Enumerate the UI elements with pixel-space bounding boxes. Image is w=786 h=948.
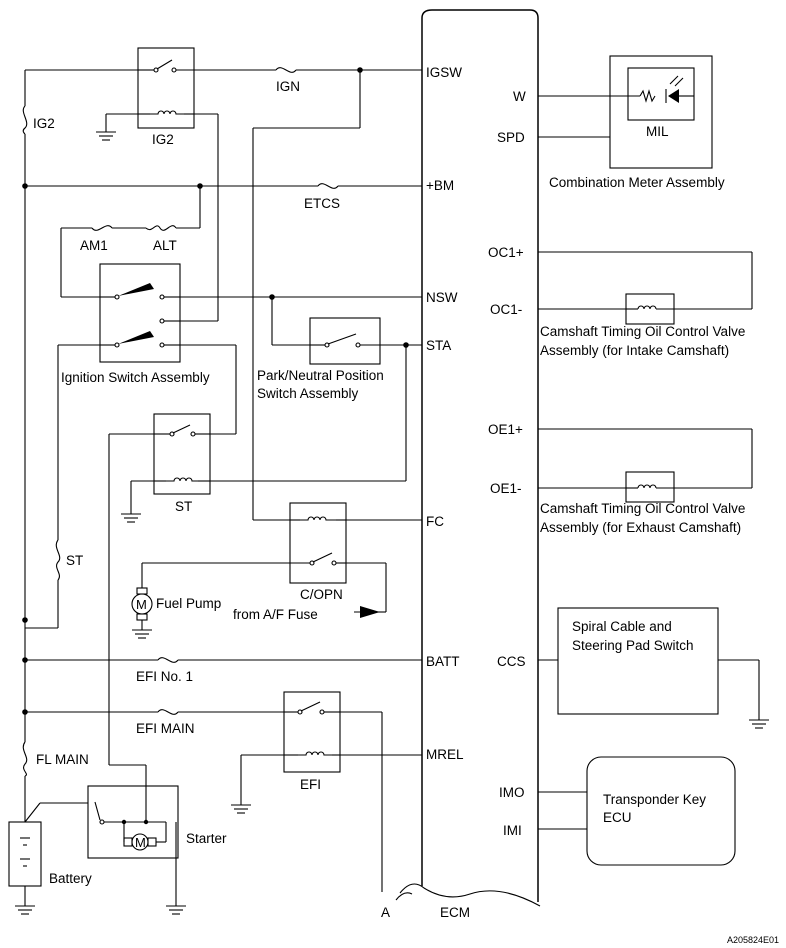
ecm-block: ECM [395, 9, 541, 920]
ig2-relay: IG2 [137, 47, 195, 147]
pin-ccs: CCS [497, 654, 526, 669]
pin-mrel: MREL [426, 747, 464, 762]
pin-spd: SPD [497, 130, 525, 145]
ecm-label: ECM [440, 905, 470, 920]
st-relay-label: ST [175, 499, 192, 514]
from-af-fuse-arrow: from A/F Fuse [233, 606, 380, 622]
starter-motor-symbol: M [135, 835, 146, 850]
ocv-intake-label-2: Assembly (for Intake Camshaft) [540, 343, 729, 358]
battery: Battery [8, 821, 92, 887]
pin-bm: +BM [426, 178, 454, 193]
pin-igsw: IGSW [426, 65, 462, 80]
ign-fuse-label: IGN [276, 79, 300, 94]
combination-meter: MIL Combination Meter Assembly [549, 55, 725, 190]
ocv-exhaust: Camshaft Timing Oil Control Valve Assemb… [540, 471, 745, 535]
pin-oe1-plus: OE1+ [488, 422, 523, 437]
park-neutral-switch: Park/Neutral Position Switch Assembly [257, 317, 384, 401]
ground-st-relay [121, 513, 141, 523]
battery-label: Battery [49, 871, 92, 886]
from-af-fuse-label: from A/F Fuse [233, 607, 318, 622]
pin-batt: BATT [426, 654, 460, 669]
starter: M Starter [87, 785, 227, 859]
connector-a-label: A [381, 905, 390, 920]
fuel-pump-motor: M Fuel Pump [131, 587, 221, 621]
st-fuse: ST [55, 539, 83, 581]
ocv-exhaust-label-2: Assembly (for Exhaust Camshaft) [540, 520, 741, 535]
am1-fuse-label: AM1 [80, 238, 108, 253]
efi-no1-fuse-label: EFI No. 1 [136, 669, 193, 684]
main-power-bus [22, 70, 28, 822]
ocv-intake: Camshaft Timing Oil Control Valve Assemb… [540, 293, 745, 358]
ig2-fuse-label: IG2 [33, 116, 55, 131]
mil-label: MIL [646, 124, 669, 139]
pin-oc1-minus: OC1- [490, 302, 522, 317]
pnp-switch-label-1: Park/Neutral Position [257, 368, 384, 383]
pin-w: W [513, 89, 526, 104]
ground-battery [15, 905, 35, 915]
transponder-label-2: ECU [603, 810, 632, 825]
pin-imo: IMO [499, 785, 525, 800]
efi-relay: EFI [283, 691, 341, 792]
efi-main-fuse: EFI MAIN [136, 709, 195, 736]
ig2-fuse: IG2 [22, 105, 55, 135]
efi-no1-fuse: EFI No. 1 [136, 657, 193, 684]
pin-sta: STA [426, 338, 451, 353]
etcs-fuse-label: ETCS [304, 196, 340, 211]
pin-nsw: NSW [426, 290, 458, 305]
fl-main-fuse-label: FL MAIN [36, 752, 89, 767]
alt-fuse: ALT [145, 225, 177, 253]
ground-fuel-pump [132, 629, 152, 639]
etcs-fuse: ETCS [304, 183, 340, 211]
st-relay: ST [153, 413, 211, 514]
copn-relay: C/OPN [289, 502, 347, 602]
transponder-key-ecu: Transponder Key ECU [586, 756, 736, 866]
ground-starter [166, 905, 186, 915]
transponder-label-1: Transponder Key [603, 792, 706, 807]
ground-spiral-cable [749, 719, 769, 729]
pin-imi: IMI [503, 823, 522, 838]
alt-fuse-label: ALT [153, 238, 177, 253]
ocv-intake-label-1: Camshaft Timing Oil Control Valve [540, 324, 745, 339]
pin-oe1-minus: OE1- [490, 481, 522, 496]
spiral-cable-switch: Spiral Cable and Steering Pad Switch [557, 607, 719, 715]
pnp-switch-label-2: Switch Assembly [257, 386, 359, 401]
ground-efi-relay [231, 804, 251, 814]
fuel-pump-motor-symbol: M [136, 597, 147, 612]
spiral-cable-label-1: Spiral Cable and [572, 619, 672, 634]
starter-label: Starter [186, 831, 227, 846]
ig2-relay-label: IG2 [152, 132, 174, 147]
efi-main-fuse-label: EFI MAIN [136, 721, 195, 736]
fl-main-fuse: FL MAIN [22, 741, 89, 777]
pin-fc: FC [426, 514, 444, 529]
st-fuse-label: ST [66, 553, 83, 568]
ign-fuse: IGN [275, 67, 300, 94]
pin-oc1-plus: OC1+ [488, 245, 524, 260]
ignition-switch: Ignition Switch Assembly [61, 263, 210, 385]
fuel-pump-label: Fuel Pump [156, 596, 221, 611]
ground-ig2 [96, 131, 116, 141]
efi-relay-label: EFI [300, 777, 321, 792]
ignition-switch-label: Ignition Switch Assembly [61, 370, 210, 385]
spiral-cable-label-2: Steering Pad Switch [572, 638, 694, 653]
reference-code: A205824E01 [727, 935, 779, 945]
ocv-exhaust-label-1: Camshaft Timing Oil Control Valve [540, 501, 745, 516]
am1-fuse: AM1 [80, 225, 113, 253]
copn-relay-label: C/OPN [300, 587, 343, 602]
combination-meter-label: Combination Meter Assembly [549, 175, 725, 190]
